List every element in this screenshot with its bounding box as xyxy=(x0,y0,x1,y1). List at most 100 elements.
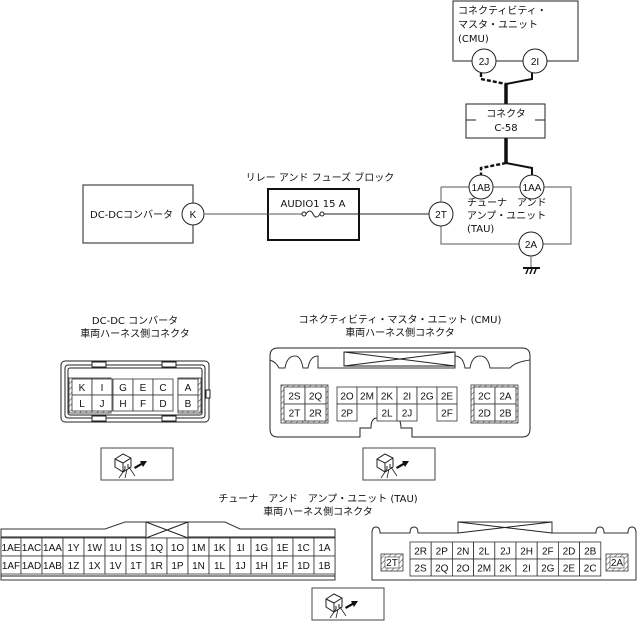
dcdc-pin-a: A xyxy=(185,383,192,394)
tau2-pin-2s: 2S xyxy=(414,564,427,575)
tau1-pin-1ad: 1AD xyxy=(22,561,41,572)
cmu-pin-2k: 2K xyxy=(381,392,394,403)
tau2-pin-2m: 2M xyxy=(477,564,491,575)
tau-pin-1ab xyxy=(468,174,494,200)
cmu-pin-2f: 2F xyxy=(441,409,453,420)
tau1-pin-1q: 1Q xyxy=(150,543,164,554)
tau-wires xyxy=(479,138,533,175)
cmu-pin-2j-label: 2J xyxy=(479,57,490,68)
tau-pin-1aa xyxy=(519,174,545,200)
fuse-icon xyxy=(301,211,307,217)
tau2-pin-2a: 2A xyxy=(611,558,624,569)
tau2-pin-2c: 2C xyxy=(584,564,597,575)
dcdc-pin-k-label: K xyxy=(190,210,197,221)
dcdc-pin-f: F xyxy=(140,399,146,410)
tau1-pin-1l: 1L xyxy=(214,561,226,572)
tau1-pin-1d: 1D xyxy=(297,561,310,572)
dcdc-pin-d-cell xyxy=(152,394,174,412)
tau2-pin-2b: 2B xyxy=(584,547,597,558)
cmu-pin-2j xyxy=(471,48,497,74)
tau1-pin-1u: 1U xyxy=(109,543,122,554)
cmu-pin-2s: 2S xyxy=(288,392,301,403)
tau2-pin-2r: 2R xyxy=(414,547,427,558)
tau1-pin-1s: 1S xyxy=(130,543,143,554)
relay-fuse-block: リレー アンド フューズ ブロック AUDIO1 15 A xyxy=(246,171,394,241)
cmu-pin-2m: 2M xyxy=(360,392,374,403)
tau1-pin-1w: 1W xyxy=(87,543,103,554)
tau1-pin-1m: 1M xyxy=(192,543,206,554)
tau2-pin-2h: 2H xyxy=(520,547,533,558)
tau2-pin-2g: 2G xyxy=(541,564,555,575)
tau1-pin-1t: 1T xyxy=(130,561,142,572)
dcdc-pin-i: I xyxy=(101,383,104,394)
tau1-pin-1c: 1C xyxy=(297,543,310,554)
tau1-pin-1i: 1I xyxy=(236,543,244,554)
connector-view-arrow-icon-3 xyxy=(311,587,385,621)
tau-label-line1: チューナ アンド xyxy=(467,197,547,209)
cmu-pin-2j-cell xyxy=(396,403,418,422)
cmu-pin-2p-cell xyxy=(336,403,358,422)
tau2-pin-2o: 2O xyxy=(456,564,470,575)
tau1-pin-1a: 1A xyxy=(318,543,331,554)
dcdc-conn-title2: 車両ハーネス側コネクタ xyxy=(80,327,190,340)
tau-pin-2a-label: 2A xyxy=(525,240,538,251)
tau1-pin-1h: 1H xyxy=(255,561,268,572)
dcdc-pin-g: G xyxy=(119,383,127,394)
ground-icon xyxy=(523,256,540,275)
cmu-conn-title2: 車両ハーネス側コネクタ xyxy=(345,326,455,339)
tau2-pin-2f: 2F xyxy=(542,547,554,558)
cmu-pin-2i: 2I xyxy=(403,392,411,403)
cmu-pin-2j: 2J xyxy=(402,409,413,420)
tau-conn-title1: チューナ アンド アンプ・ユニット (TAU) xyxy=(218,493,417,505)
tau2-pin-2e: 2E xyxy=(563,564,576,575)
dcdc-converter-box: DC-DCコンバータ K xyxy=(82,184,205,244)
cmu-pin-2d: 2D xyxy=(478,409,491,420)
tau2-pin-2c-cell xyxy=(579,558,602,577)
connector-view-arrow-icon-2 xyxy=(362,447,436,481)
cmu-wires xyxy=(479,73,533,104)
cmu-pin-2i-label: 2I xyxy=(531,57,539,68)
cmu-unit-box: コネクティビティ・ マスタ・ユニット (CMU) 2J 2I xyxy=(452,0,579,74)
cmu-label-line1: コネクティビティ・ xyxy=(458,5,547,17)
tau2-pin-2d: 2D xyxy=(563,547,576,558)
tau1-pin-1v: 1V xyxy=(109,561,122,572)
dcdc-pin-h: H xyxy=(119,399,126,410)
tau1-pin-1f: 1F xyxy=(277,561,289,572)
tau-pin-1ab-label: 1AB xyxy=(472,183,491,194)
cmu-pin-2l: 2L xyxy=(381,409,393,420)
tau1-pin-1y: 1Y xyxy=(67,543,80,554)
fuse-label: AUDIO1 15 A xyxy=(281,199,346,210)
tau2-pin-2p: 2P xyxy=(436,547,449,558)
cmu-pin-2q: 2Q xyxy=(309,392,323,403)
tau2-pin-2i: 2I xyxy=(522,564,530,575)
tau1-pin-1x: 1X xyxy=(88,561,101,572)
dcdc-label: DC-DCコンバータ xyxy=(90,209,173,221)
cmu-pin-2r-cell xyxy=(304,403,327,422)
tau1-pin-1r: 1R xyxy=(150,561,163,572)
cmu-pin-2f-cell xyxy=(436,403,458,422)
cmu-pin-2g: 2G xyxy=(420,392,434,403)
dcdc-pin-b-cell xyxy=(177,394,199,412)
tau2-pin-2l: 2L xyxy=(479,547,491,558)
tau-unit-box: 1AB 1AA 2T 2A チューナ アンド アンプ・ユニット (TAU) xyxy=(428,174,572,257)
cmu-label-line2: マスタ・ユニット xyxy=(458,19,538,31)
tau-pin-2t xyxy=(428,201,454,227)
tau1-pin-1b-cell xyxy=(313,555,336,575)
tau1-pin-1ab: 1AB xyxy=(43,561,62,572)
tau1-pin-1n: 1N xyxy=(192,561,205,572)
cmu-pin-2i xyxy=(522,48,548,74)
tau-label-line3: (TAU) xyxy=(467,224,494,235)
dcdc-pin-l: L xyxy=(79,399,85,410)
tau2-pin-2n: 2N xyxy=(457,547,470,558)
cmu-pin-2b-cell xyxy=(494,403,517,422)
tau1-pin-1j: 1J xyxy=(235,561,246,572)
dcdc-pin-c: C xyxy=(159,383,166,394)
tau1-pin-1k: 1K xyxy=(213,543,226,554)
tau1-pin-1b: 1B xyxy=(318,561,331,572)
connector-view-arrow-icon xyxy=(100,447,174,481)
cmu-pin-2e: 2E xyxy=(441,392,454,403)
tau2-pin-2t: 2T xyxy=(386,558,398,569)
tau1-pin-1ae: 1AE xyxy=(2,543,21,554)
